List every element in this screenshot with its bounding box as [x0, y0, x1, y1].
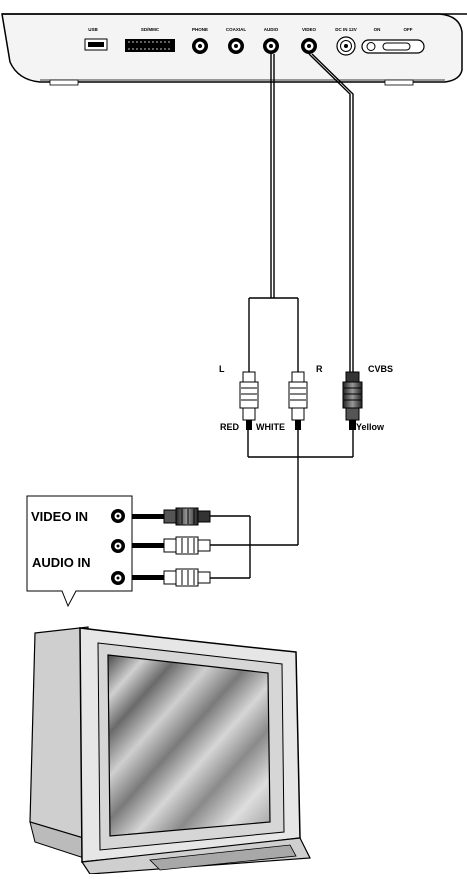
sd-card-slot[interactable]: SD/MMC: [125, 27, 175, 52]
coaxial-jack-label: COAXIAL: [226, 27, 247, 32]
left-channel-label: L: [219, 364, 225, 374]
power-on-label: ON: [374, 27, 381, 32]
cvbs-label: CVBS: [368, 364, 393, 374]
cable-wires: [210, 53, 354, 579]
power-off-label: OFF: [404, 27, 413, 32]
tv-audio-right-jack[interactable]: [111, 571, 125, 585]
sd-card-slot-label: SD/MMC: [141, 27, 160, 32]
audio-jack[interactable]: AUDIO: [263, 27, 279, 54]
tv-input-panel: VIDEO IN AUDIO IN: [26, 495, 133, 608]
television: [29, 626, 311, 875]
yellow-label: Yellow: [356, 422, 385, 432]
rca-plug-right: [288, 371, 308, 430]
tv-plug-audio-left: [132, 536, 211, 555]
video-jack[interactable]: VIDEO: [301, 27, 317, 54]
usb-port-label: USB: [88, 27, 98, 32]
tv-screen: [107, 654, 271, 837]
phone-jack[interactable]: PHONE: [192, 27, 208, 54]
dvd-player: USB SD/MMC PHONE COAXIAL AUDIO: [1, 13, 467, 86]
white-label: WHITE: [256, 422, 285, 432]
video-jack-label: VIDEO: [302, 27, 317, 32]
video-in-label: VIDEO IN: [31, 509, 88, 524]
tv-plug-audio-right: [132, 568, 211, 587]
tv-video-in-jack[interactable]: [111, 509, 125, 523]
rca-plug-left: [239, 371, 259, 430]
right-channel-label: R: [316, 364, 323, 374]
red-label: RED: [220, 422, 240, 432]
phone-jack-label: PHONE: [192, 27, 208, 32]
rca-plug-cvbs: [342, 371, 363, 430]
dc-in-jack[interactable]: DC IN 12V: [335, 27, 357, 56]
tv-audio-left-jack[interactable]: [111, 539, 125, 553]
tv-plug-video: [132, 507, 211, 526]
coaxial-jack[interactable]: COAXIAL: [226, 27, 247, 54]
dc-in-jack-label: DC IN 12V: [335, 27, 357, 32]
power-switch[interactable]: ON OFF: [361, 27, 425, 54]
audio-in-label: AUDIO IN: [32, 555, 91, 570]
audio-jack-label: AUDIO: [264, 27, 279, 32]
usb-port[interactable]: USB: [84, 27, 108, 51]
